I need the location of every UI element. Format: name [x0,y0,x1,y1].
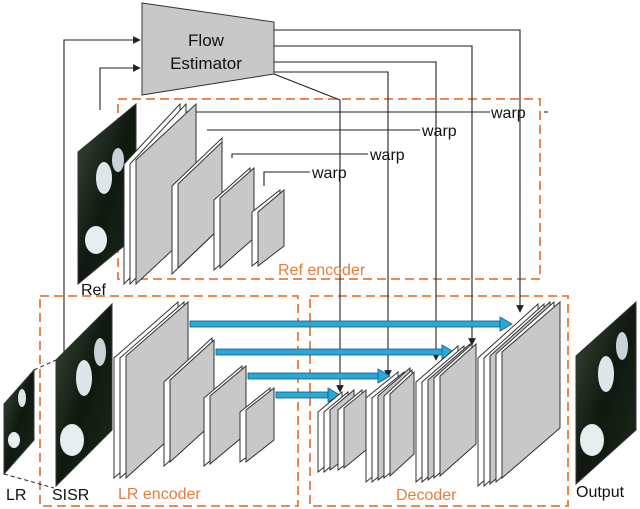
flow-out-5 [273,73,344,393]
lr-to-sisr-top [33,359,57,371]
lr-to-sisr-bottom [3,473,55,489]
sisr-label: SISR [52,487,89,504]
lr-encoder-box [39,295,299,507]
output-image [575,300,637,486]
output-label: Output [576,484,625,501]
lr-image [3,368,35,476]
warp-label-2: warp [421,123,457,140]
warp-label-1: warp [490,105,526,122]
warp-line-4 [263,171,310,186]
flow-out-1 [274,29,524,313]
lr-encoder-blocks [113,300,275,480]
ref-encoder-label: Ref encoder [278,262,366,279]
lr-label: LR [6,487,26,504]
sisr-image [55,302,113,488]
flow-out-2 [274,45,476,346]
flow-out-3 [274,61,440,361]
warp-label-3: warp [369,147,405,164]
skip-arrows [189,316,513,403]
lr-encoder-label: LR encoder [118,486,201,503]
decoder-box [309,295,569,507]
warp-line-3 [231,153,368,158]
flow-estimator-label-2: Estimator [170,54,242,73]
warp-label-4: warp [311,165,347,182]
ref-to-flow-line [99,64,141,110]
ref-image [77,102,137,286]
ref-label: Ref [81,282,106,299]
decoder-blocks [317,300,561,488]
decoder-label: Decoder [396,487,457,504]
flow-out-4 [274,71,392,378]
ref-encoder-blocks [123,102,285,286]
flow-estimator-label-1: Flow [188,31,225,50]
sisr-to-flow-line [63,36,141,368]
